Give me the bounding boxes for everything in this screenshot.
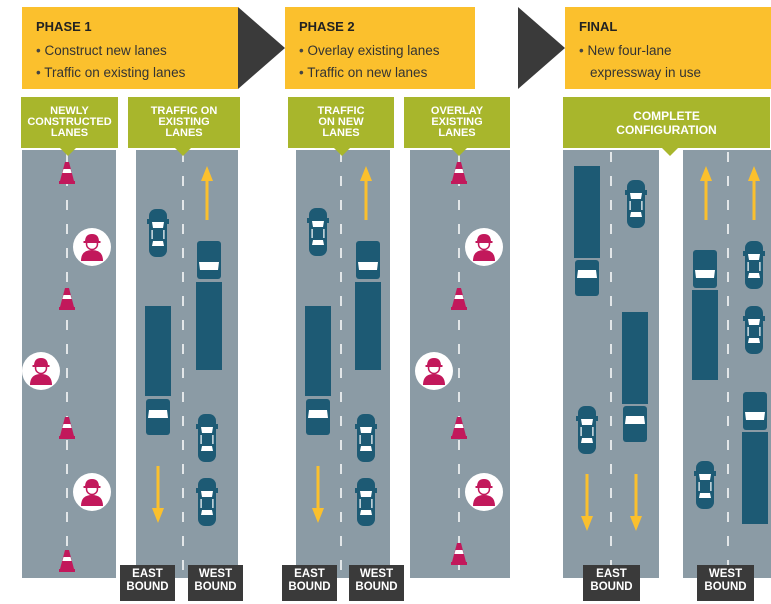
label-line: TRAFFIC ON <box>150 105 218 117</box>
arrow-up-icon <box>360 166 372 220</box>
truck-icon <box>305 306 331 435</box>
arrow-down-icon <box>312 466 324 523</box>
phase-1-bullet-2-text: Traffic on existing lanes <box>44 65 186 80</box>
label-pointer <box>175 148 191 156</box>
dir-line: EAST <box>132 568 163 580</box>
label-line: OVERLAY <box>430 105 484 117</box>
dir-line: WEST <box>198 568 233 580</box>
truck-icon <box>742 392 768 524</box>
construction-worker-icon <box>464 227 504 267</box>
truck-icon <box>196 241 222 370</box>
label-line: ON NEW <box>318 116 364 128</box>
dir-line: BOUND <box>590 581 633 593</box>
arrow-down-icon <box>581 474 593 531</box>
final-bullet-1-text: New four-lane <box>587 43 672 58</box>
construction-worker-icon <box>72 227 112 267</box>
phase-2-title: PHASE 2 <box>299 19 355 34</box>
label-line: LANES <box>50 127 89 139</box>
dir-line: BOUND <box>288 581 331 593</box>
car-icon <box>147 209 169 257</box>
phase-1-bullet-1: • Construct new lanes <box>36 43 167 58</box>
construction-worker-icon <box>414 351 454 391</box>
final-bullet-1: • New four-lane <box>579 43 672 58</box>
truck-icon <box>622 312 648 442</box>
car-icon <box>743 306 765 354</box>
phase-1-header: PHASE 1 • Construct new lanes • Traffic … <box>22 7 238 89</box>
phase-2-bullet-2: • Traffic on new lanes <box>299 65 428 80</box>
dir-line: EAST <box>596 568 627 580</box>
car-icon <box>196 478 218 526</box>
label-line: LANES <box>322 127 360 139</box>
label-pointer <box>334 148 350 156</box>
label-line: TRAFFIC <box>317 105 365 117</box>
chevron-right-icon <box>518 7 565 89</box>
arrow-down-icon <box>630 474 642 531</box>
label-line: EXISTING <box>431 116 483 128</box>
label-line: NEWLY <box>50 105 89 117</box>
label-pointer <box>662 148 678 156</box>
phase-1-bullet-2: • Traffic on existing lanes <box>36 65 186 80</box>
label-line: COMPLETE <box>633 108 700 123</box>
chevron-right-icon <box>238 7 285 89</box>
phase-1-title: PHASE 1 <box>36 19 92 34</box>
construction-worker-icon <box>72 472 112 512</box>
arrow-up-icon <box>201 166 213 220</box>
phase-2-bullet-1-text: Overlay existing lanes <box>307 43 440 58</box>
construction-worker-icon <box>21 351 61 391</box>
phase-1-bullet-1-text: Construct new lanes <box>44 43 167 58</box>
truck-icon <box>355 241 381 370</box>
dir-line: BOUND <box>704 581 747 593</box>
label-pointer <box>451 148 467 156</box>
car-icon <box>307 208 329 256</box>
arrow-up-icon <box>700 166 712 220</box>
final-title: FINAL <box>579 19 618 34</box>
dir-line: BOUND <box>194 581 237 593</box>
truck-icon <box>145 306 171 435</box>
dir-line: BOUND <box>126 581 169 593</box>
label-line: EXISTING <box>158 116 210 128</box>
car-icon <box>694 461 716 509</box>
phase-2-header: PHASE 2 • Overlay existing lanes • Traff… <box>285 7 475 89</box>
car-icon <box>625 180 647 228</box>
arrow-up-icon <box>748 166 760 220</box>
dir-line: BOUND <box>355 581 398 593</box>
construction-worker-icon <box>464 472 504 512</box>
car-icon <box>576 406 598 454</box>
label-line: CONFIGURATION <box>616 122 717 137</box>
phase-2-bullet-1: • Overlay existing lanes <box>299 43 440 58</box>
dir-line: EAST <box>294 568 325 580</box>
label-pointer <box>60 148 76 156</box>
truck-icon <box>574 166 600 296</box>
final-bullet-1-cont: expressway in use <box>590 65 702 80</box>
final-header: FINAL • New four-lane expressway in use <box>565 7 771 89</box>
car-icon <box>196 414 218 462</box>
car-icon <box>355 478 377 526</box>
label-line: CONSTRUCTED <box>27 116 112 128</box>
car-icon <box>743 241 765 289</box>
phase-2-bullet-2-text: Traffic on new lanes <box>307 65 428 80</box>
car-icon <box>355 414 377 462</box>
label-line: LANES <box>438 127 476 139</box>
truck-icon <box>692 250 718 380</box>
dir-line: WEST <box>359 568 394 580</box>
arrow-down-icon <box>152 466 164 523</box>
dir-line: WEST <box>708 568 743 580</box>
label-line: LANES <box>165 127 203 139</box>
